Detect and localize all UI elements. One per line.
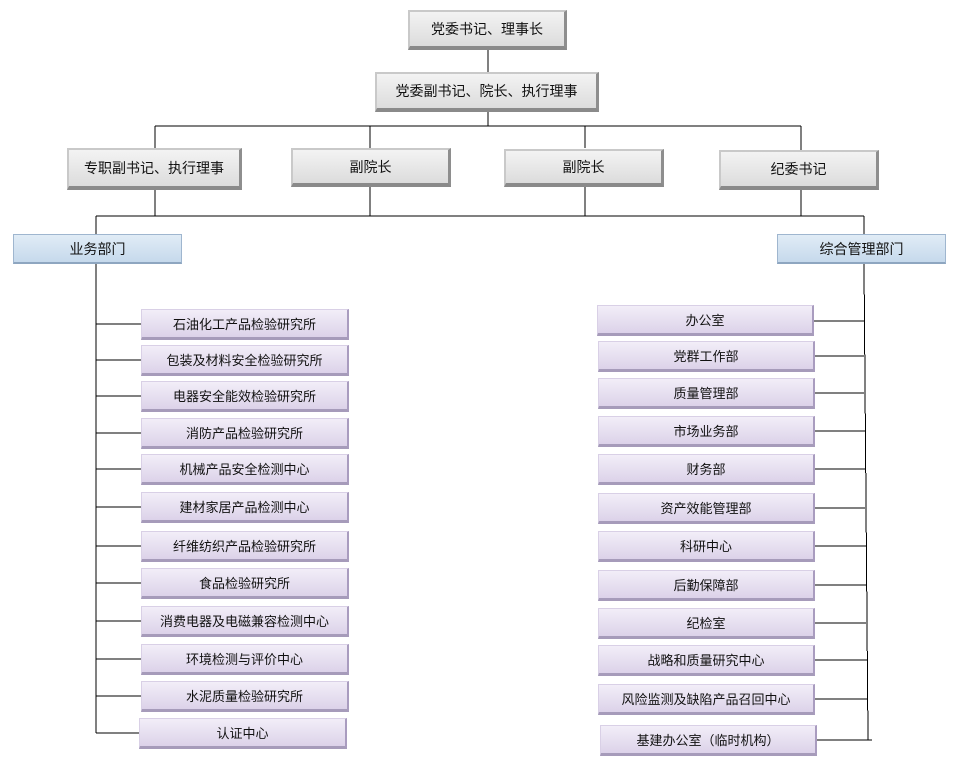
management-section-label: 综合管理部门 (819, 241, 904, 258)
management-trunk (863, 263, 869, 741)
business-dept-4: 消防产品检验研究所 (141, 418, 349, 449)
management-dept-10: 战略和质量研究中心 (598, 645, 815, 676)
management-dept-label: 市场业务部 (673, 425, 739, 440)
business-dept-12: 认证中心 (139, 718, 347, 749)
president-box: 党委副书记、院长、执行理事 (375, 72, 599, 112)
business-dept-label: 石油化工产品检验研究所 (172, 318, 316, 333)
management-dept-label: 风险监测及缺陷产品召回中心 (621, 693, 791, 708)
management-dept-label: 战略和质量研究中心 (647, 654, 765, 669)
business-dept-6: 建材家居产品检测中心 (141, 492, 349, 523)
management-dept-12: 基建办公室（临时机构） (600, 725, 817, 756)
deputy-box-4: 纪委书记 (719, 150, 879, 190)
deputy-box-2: 副院长 (291, 148, 451, 187)
deputy-label-4: 纪委书记 (770, 162, 827, 178)
business-dept-9: 消费电器及电磁兼容检测中心 (141, 606, 349, 637)
business-dept-label: 环境检测与评价中心 (185, 653, 303, 668)
deputy-label-2: 副院长 (349, 159, 392, 176)
management-dept-label: 基建办公室（临时机构） (636, 734, 780, 749)
business-dept-5: 机械产品安全检测中心 (141, 454, 349, 485)
management-dept-1: 办公室 (597, 305, 814, 336)
business-dept-label: 包装及材料安全检验研究所 (166, 354, 323, 369)
business-dept-8: 食品检验研究所 (141, 568, 349, 599)
business-dept-label: 建材家居产品检测中心 (179, 501, 310, 516)
business-section-label: 业务部门 (69, 241, 126, 258)
business-dept-label: 认证中心 (216, 727, 269, 742)
business-dept-label: 食品检验研究所 (198, 577, 290, 592)
management-dept-4: 市场业务部 (598, 416, 815, 447)
business-dept-3: 电器安全能效检验研究所 (141, 381, 349, 412)
management-dept-label: 科研中心 (679, 540, 732, 555)
deputy-label-1: 专职副书记、执行理事 (84, 161, 224, 177)
business-dept-label: 消防产品检验研究所 (185, 427, 303, 442)
business-dept-label: 消费电器及电磁兼容检测中心 (159, 615, 329, 630)
business-dept-11: 水泥质量检验研究所 (141, 681, 349, 712)
management-dept-6: 资产效能管理部 (598, 493, 815, 524)
business-dept-2: 包装及材料安全检验研究所 (141, 345, 349, 376)
business-dept-10: 环境检测与评价中心 (141, 644, 349, 675)
chairman-label: 党委书记、理事长 (431, 22, 543, 38)
management-dept-7: 科研中心 (598, 531, 815, 562)
management-dept-label: 党群工作部 (673, 350, 739, 365)
deputy-box-1: 专职副书记、执行理事 (67, 148, 242, 190)
management-dept-label: 后勤保障部 (673, 579, 739, 594)
president-label: 党委副书记、院长、执行理事 (395, 84, 578, 100)
business-dept-label: 机械产品安全检测中心 (179, 463, 310, 478)
management-section-header: 综合管理部门 (777, 234, 946, 264)
management-dept-8: 后勤保障部 (598, 570, 815, 601)
management-dept-label: 质量管理部 (673, 387, 739, 402)
management-dept-2: 党群工作部 (598, 341, 815, 372)
business-dept-7: 纤维纺织产品检验研究所 (141, 531, 349, 562)
deputy-label-3: 副院长 (562, 160, 605, 176)
management-dept-9: 纪检室 (598, 608, 815, 639)
business-dept-1: 石油化工产品检验研究所 (141, 309, 349, 340)
chairman-box: 党委书记、理事长 (408, 10, 567, 50)
management-dept-label: 纪检室 (686, 617, 726, 632)
business-section-header: 业务部门 (13, 234, 182, 264)
business-dept-label: 电器安全能效检验研究所 (172, 390, 316, 405)
management-dept-5: 财务部 (598, 454, 815, 485)
management-dept-3: 质量管理部 (598, 378, 815, 409)
business-dept-label: 纤维纺织产品检验研究所 (172, 540, 316, 555)
deputy-box-3: 副院长 (504, 149, 664, 187)
management-dept-11: 风险监测及缺陷产品召回中心 (598, 684, 815, 715)
business-dept-label: 水泥质量检验研究所 (185, 690, 303, 705)
management-dept-label: 财务部 (686, 463, 726, 478)
management-dept-label: 资产效能管理部 (660, 502, 752, 517)
management-dept-label: 办公室 (685, 314, 725, 329)
